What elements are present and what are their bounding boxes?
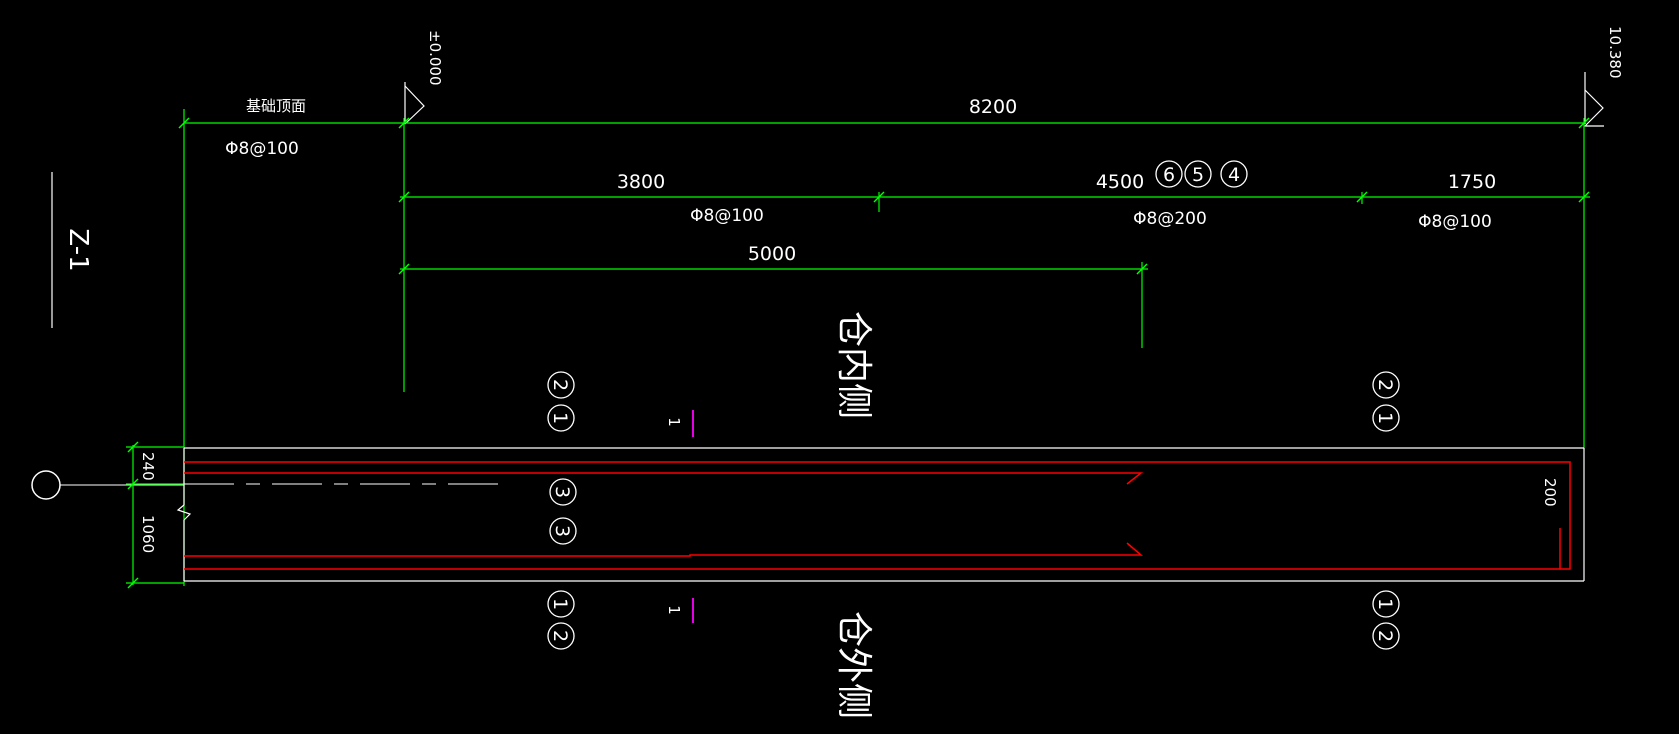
rebar-outer-short-bar — [184, 542, 1144, 557]
bar-mark-circle — [547, 371, 575, 399]
bar-mark: 2 — [1374, 379, 1396, 391]
dimension-ticks — [127, 117, 1590, 589]
bar-mark-circle — [1220, 160, 1248, 188]
bar-mark-circle — [547, 590, 575, 618]
rebar-label-seg3: Φ8@100 — [1418, 212, 1492, 232]
bar-mark-circle — [547, 622, 575, 650]
bar-mark: 1 — [1374, 412, 1396, 424]
tick — [127, 577, 139, 589]
dim-seg1-label: 3800 — [617, 171, 665, 193]
elevation-top-label: 10.380 — [1606, 26, 1624, 79]
elevation-top: 10.380 — [1583, 26, 1624, 127]
bar-marks-left-above: 2 1 — [547, 371, 575, 432]
dim-thk-bottom-label: 1060 — [139, 515, 157, 553]
axis-bubble — [31, 470, 498, 500]
elevation-base-triangle-icon — [404, 85, 425, 125]
bar-marks-right-below: 1 2 — [1372, 590, 1400, 650]
bar-mark-circle — [1184, 160, 1212, 188]
outer-side-label: 仓外侧 — [833, 611, 874, 719]
bar-mark-circle — [1372, 371, 1400, 399]
dimension-lines — [126, 109, 1590, 586]
bar-mark: 1 — [549, 598, 571, 610]
tick — [1578, 117, 1590, 129]
bar-mark: 2 — [549, 379, 571, 391]
tick — [1578, 191, 1590, 203]
bar-mark-circle — [549, 517, 577, 545]
bar-mark-circle — [547, 404, 575, 432]
elevation-base-label: ±0.000 — [426, 30, 444, 86]
bar-mark: 3 — [551, 486, 573, 498]
tick — [398, 191, 410, 203]
inner-side-label: 仓内侧 — [833, 311, 874, 419]
dim-seg3-label: 1750 — [1448, 171, 1496, 193]
tick — [398, 263, 410, 275]
dim-seg2-label: 4500 — [1096, 171, 1144, 193]
elevation-base: ±0.000 — [404, 30, 444, 125]
dim-thk-top-label: 240 — [139, 452, 157, 481]
bar-mark-circle — [1372, 590, 1400, 618]
bar-marks-middle: 3 3 — [549, 478, 577, 545]
title-block: Z-1 — [51, 172, 93, 328]
bar-mark-group-top: 6 5 4 — [1155, 160, 1248, 188]
bar-mark-6: 6 — [1163, 164, 1175, 186]
bar-marks-right-above: 2 1 — [1372, 371, 1400, 432]
rebar-layout — [184, 461, 1571, 570]
section-mark-bottom: 1 — [665, 598, 694, 623]
break-line-icon — [176, 504, 192, 521]
rebar-u-bar — [184, 461, 1571, 570]
bar-marks-left-below: 1 2 — [547, 590, 575, 650]
elevation-top-triangle-icon — [1583, 89, 1604, 127]
rebar-label-foundation: Φ8@100 — [225, 139, 299, 159]
tick — [127, 478, 139, 490]
dim-total-label: 8200 — [969, 96, 1017, 118]
bar-mark: 1 — [1374, 598, 1396, 610]
tick — [398, 117, 410, 129]
wall-outline — [176, 447, 1585, 582]
section-mark-label: 1 — [665, 417, 683, 427]
rebar-label-seg2: Φ8@200 — [1133, 209, 1207, 229]
tick — [178, 117, 190, 129]
bar-mark: 3 — [551, 525, 573, 537]
bar-mark-circle — [549, 478, 577, 506]
dim-end-label: 200 — [1541, 478, 1559, 507]
dim-lap-label: 5000 — [748, 243, 796, 265]
bar-mark-circle — [1372, 622, 1400, 650]
bar-mark: 1 — [549, 412, 571, 424]
axis-circle — [31, 470, 61, 500]
tick — [1356, 191, 1368, 203]
section-mark-label: 1 — [665, 605, 683, 615]
bar-mark-circle — [1155, 160, 1183, 188]
bar-mark-5: 5 — [1192, 164, 1204, 186]
bar-mark-circle — [1372, 404, 1400, 432]
tick — [1136, 263, 1148, 275]
bar-mark-4: 4 — [1228, 164, 1240, 186]
tick — [127, 441, 139, 453]
rebar-inner-short-bar — [184, 472, 1144, 485]
tick — [873, 191, 885, 203]
bar-mark: 2 — [1374, 630, 1396, 642]
rebar-label-seg1: Φ8@100 — [690, 206, 764, 226]
bar-mark: 2 — [549, 630, 571, 642]
drawing-title: Z-1 — [63, 228, 93, 271]
foundation-label: 基础顶面 — [246, 97, 306, 115]
section-mark-top: 1 — [665, 410, 694, 437]
